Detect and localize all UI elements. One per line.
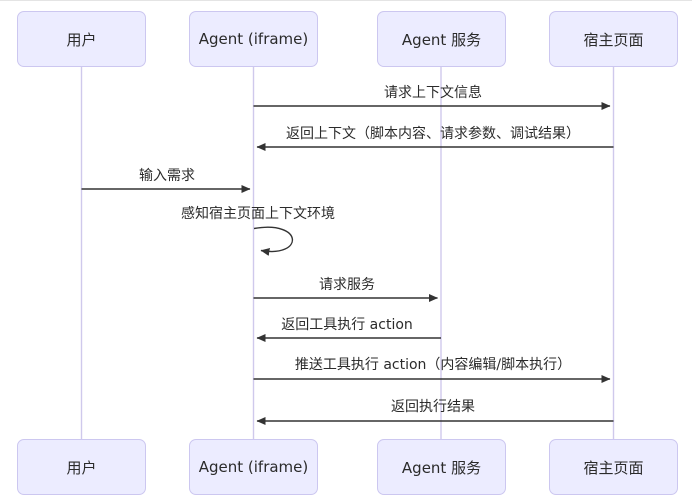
- message-label-push-action: 推送工具执行 action（内容编辑/脚本执行）: [294, 357, 572, 373]
- actor-label: 宿主页面: [583, 30, 644, 49]
- actor-box-agent-service-top: Agent 服务: [377, 11, 506, 67]
- message-label-request-service: 请求服务: [319, 277, 375, 293]
- actor-label: Agent (iframe): [198, 30, 309, 48]
- actor-box-user-top: 用户: [17, 11, 146, 67]
- actor-box-host-page-bottom: 宿主页面: [549, 439, 678, 495]
- actor-box-agent-iframe-top: Agent (iframe): [189, 11, 318, 67]
- message-label-return-action: 返回工具执行 action: [281, 317, 413, 333]
- actor-box-host-page-top: 宿主页面: [549, 11, 678, 67]
- actor-label: Agent 服务: [401, 458, 482, 477]
- message-label-perceive-context: 感知宿主页面上下文环境: [181, 206, 335, 222]
- actor-box-user-bottom: 用户: [17, 439, 146, 495]
- actor-label: 用户: [66, 30, 97, 49]
- message-label-return-result: 返回执行结果: [391, 399, 475, 415]
- actor-label: 宿主页面: [583, 458, 644, 477]
- actor-label: Agent 服务: [401, 30, 482, 49]
- actor-label: 用户: [66, 458, 97, 477]
- message-label-return-context: 返回上下文（脚本内容、请求参数、调试结果）: [286, 126, 580, 142]
- actor-label: Agent (iframe): [198, 458, 309, 476]
- actor-box-agent-iframe-bottom: Agent (iframe): [189, 439, 318, 495]
- message-label-request-context: 请求上下文信息: [384, 85, 482, 101]
- message-label-input-requirement: 输入需求: [139, 168, 195, 184]
- actor-box-agent-service-bottom: Agent 服务: [377, 439, 506, 495]
- message-self-loop: [253, 226, 294, 256]
